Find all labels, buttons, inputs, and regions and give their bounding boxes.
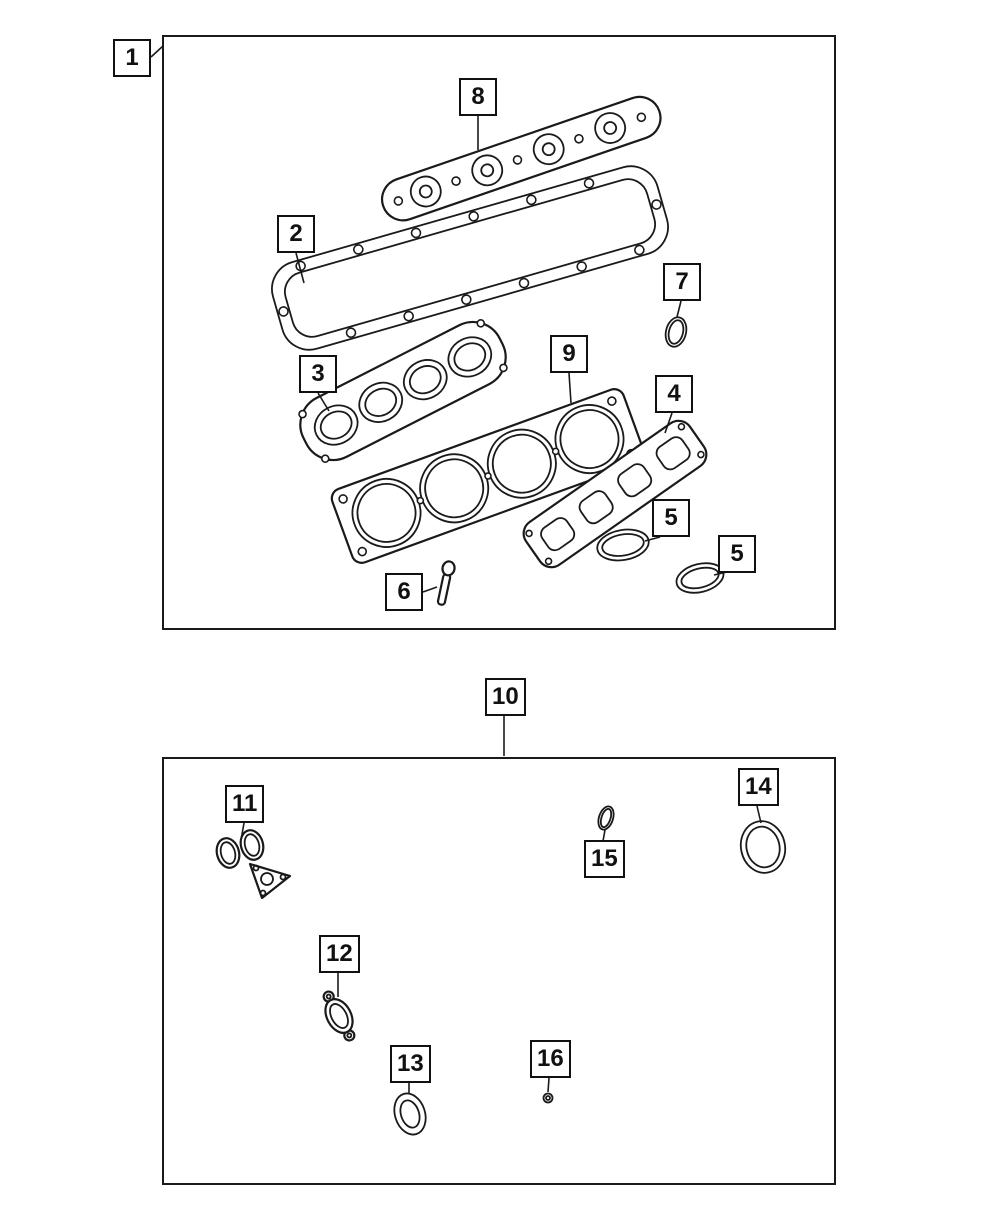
callout-13[interactable]: 13	[390, 1045, 431, 1083]
upper-gasket-kit-panel	[162, 35, 836, 630]
callout-16[interactable]: 16	[530, 1040, 571, 1078]
callout-5b[interactable]: 5	[718, 535, 756, 573]
callout-11[interactable]: 11	[225, 785, 265, 823]
callout-12[interactable]: 12	[319, 935, 360, 973]
callout-8[interactable]: 8	[459, 78, 497, 116]
callout-10[interactable]: 10	[485, 678, 526, 716]
lower-gasket-kit-panel	[162, 757, 836, 1185]
callout-15[interactable]: 15	[584, 840, 625, 878]
callout-3[interactable]: 3	[299, 355, 337, 393]
callout-1[interactable]: 1	[113, 39, 151, 77]
callout-2[interactable]: 2	[277, 215, 315, 253]
callout-6[interactable]: 6	[385, 573, 423, 611]
callout-14[interactable]: 14	[738, 768, 779, 806]
callout-7[interactable]: 7	[663, 263, 701, 301]
callout-4[interactable]: 4	[655, 375, 693, 413]
callout-9[interactable]: 9	[550, 335, 588, 373]
callout-5a[interactable]: 5	[652, 499, 690, 537]
